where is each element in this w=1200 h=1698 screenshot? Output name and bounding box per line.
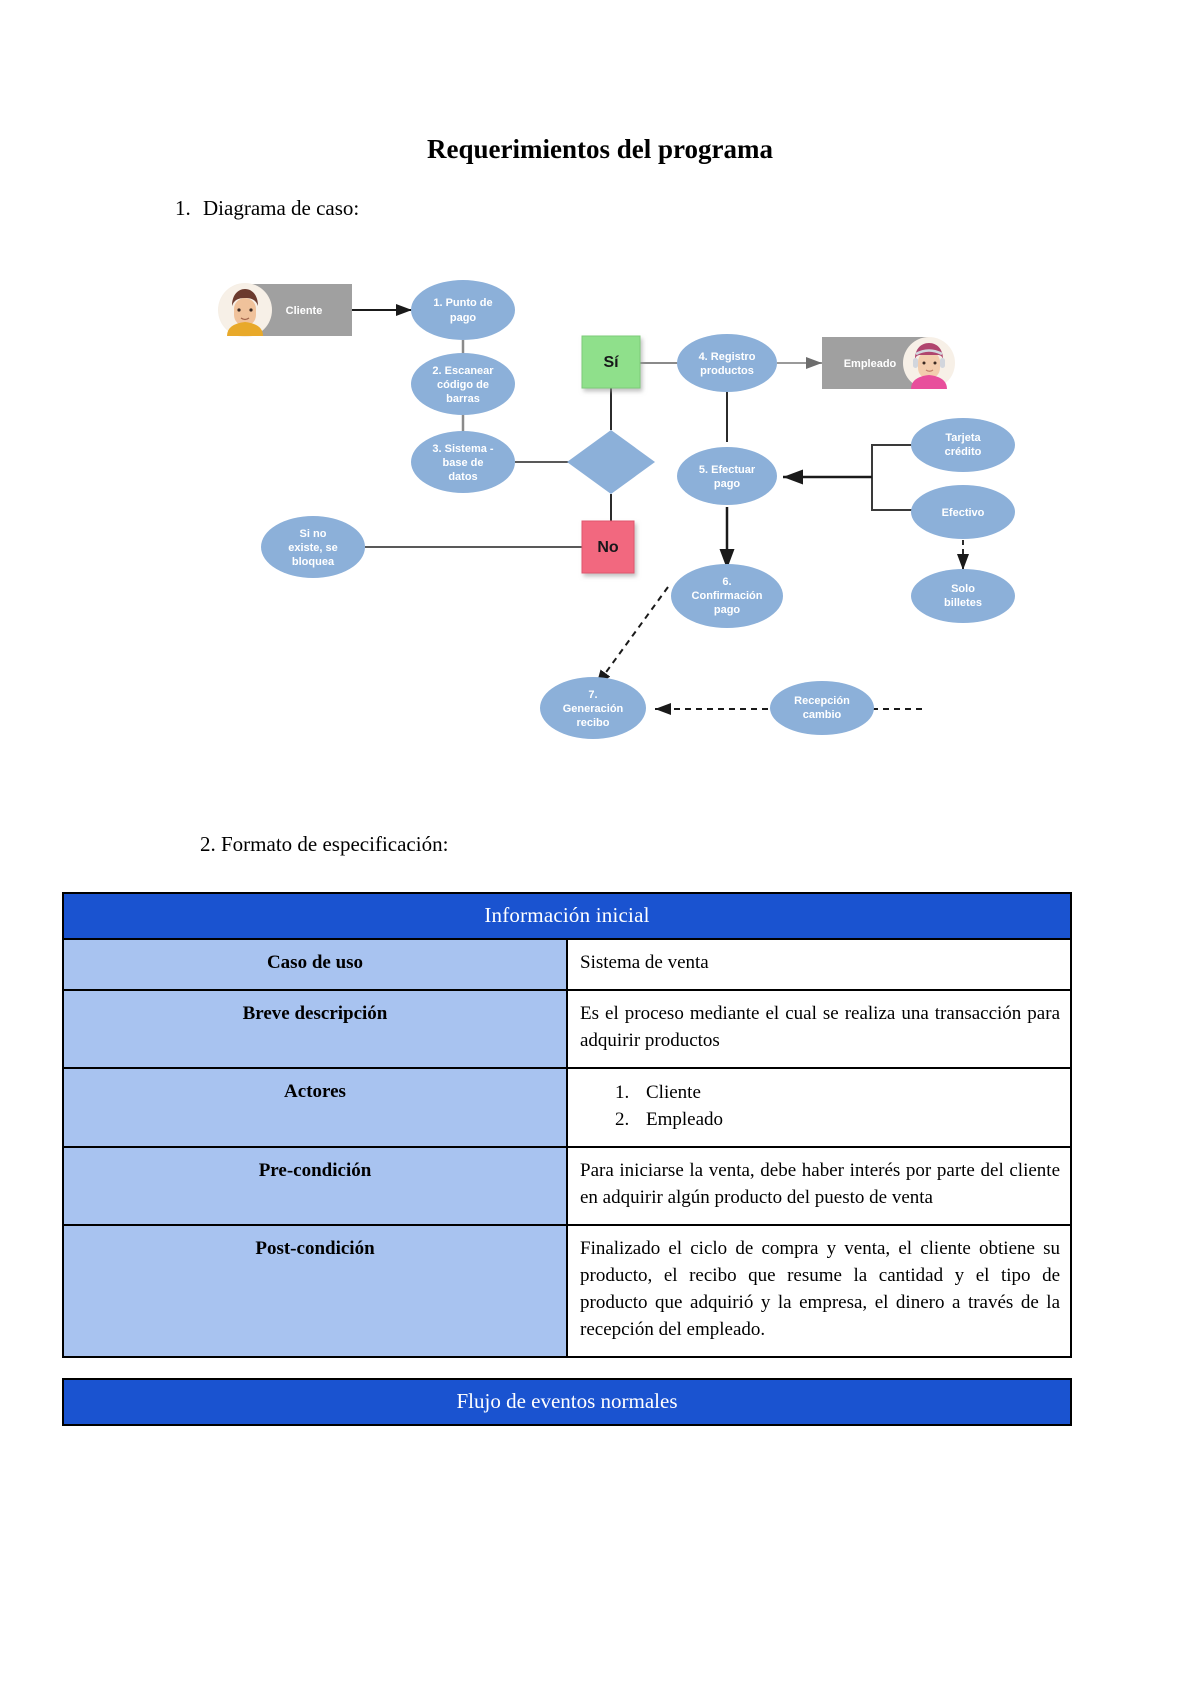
row-label-post-condicion: Post-condición (62, 1223, 568, 1358)
svg-text:bloquea: bloquea (292, 556, 335, 568)
svg-text:productos: productos (700, 365, 754, 377)
actor-cliente: Cliente (218, 283, 352, 337)
specification-table: Información inicial Caso de uso Sistema … (62, 892, 1072, 1358)
node-escanear-codigo: 2. Escanear código de barras (411, 353, 515, 415)
page-title: Requerimientos del programa (427, 134, 773, 164)
decision-no-box: No (581, 520, 635, 574)
empleado-label: Empleado (844, 358, 897, 370)
svg-text:5. Efectuar: 5. Efectuar (699, 464, 756, 476)
svg-text:datos: datos (448, 471, 477, 483)
node-confirmacion-pago: 6. Confirmación pago (671, 564, 783, 628)
svg-text:base de: base de (443, 457, 484, 469)
section-1-number: 1. (175, 196, 191, 220)
svg-text:3. Sistema -: 3. Sistema - (432, 443, 493, 455)
flow-header-cell: Flujo de eventos normales (62, 1378, 1072, 1426)
row-label-actores: Actores (62, 1066, 568, 1149)
node-registro-productos: 4. Registro productos (677, 334, 777, 392)
svg-text:7.: 7. (588, 689, 597, 701)
empleado-avatar-icon (903, 337, 955, 389)
svg-text:crédito: crédito (945, 446, 982, 458)
svg-text:Generación: Generación (563, 703, 624, 715)
section-1-label: Diagrama de caso: (203, 196, 360, 220)
section-1-heading: 1. Diagrama de caso: (175, 196, 359, 221)
svg-text:Confirmación: Confirmación (692, 590, 763, 602)
row-value-pre-condicion: Para iniciarse la venta, debe haber inte… (566, 1146, 1072, 1226)
flow-events-table: Flujo de eventos normales (62, 1378, 1072, 1426)
table-row: Post-condición Finalizado el ciclo de co… (62, 1223, 1072, 1358)
svg-text:pago: pago (714, 604, 741, 616)
svg-text:Recepción: Recepción (794, 695, 850, 707)
svg-text:barras: barras (446, 393, 480, 405)
table-row: Breve descripción Es el proceso mediante… (62, 988, 1072, 1069)
table-row: Pre-condición Para iniciarse la venta, d… (62, 1146, 1072, 1226)
actor-empleado: Empleado (822, 337, 955, 389)
svg-text:No: No (597, 539, 619, 556)
svg-text:código de: código de (437, 379, 489, 391)
cliente-label: Cliente (286, 305, 323, 317)
svg-text:cambio: cambio (803, 709, 842, 721)
row-value-post-condicion: Finalizado el ciclo de compra y venta, e… (566, 1223, 1072, 1358)
node-efectuar-pago: 5. Efectuar pago (677, 447, 777, 505)
node-tarjeta-credito: Tarjeta crédito (911, 418, 1015, 472)
svg-text:Efectivo: Efectivo (942, 507, 985, 519)
svg-text:Solo: Solo (951, 583, 975, 595)
actores-list: Cliente Empleado (580, 1079, 1060, 1134)
svg-text:Tarjeta: Tarjeta (945, 432, 981, 444)
cliente-avatar-icon (218, 283, 272, 337)
list-item: Empleado (634, 1106, 1060, 1134)
node-solo-billetes: Solo billetes (911, 569, 1015, 623)
row-label-caso-de-uso: Caso de uso (62, 938, 568, 991)
svg-text:6.: 6. (722, 576, 731, 588)
connector-confirmacion-recibo (595, 586, 669, 687)
svg-text:Si no: Si no (300, 528, 327, 540)
section-2-heading: 2. Formato de especificación: (200, 832, 449, 856)
list-item: Cliente (634, 1079, 1060, 1107)
svg-text:4. Registro: 4. Registro (699, 351, 756, 363)
table-row: Caso de uso Sistema de venta (62, 938, 1072, 991)
svg-text:billetes: billetes (944, 597, 982, 609)
table-header-row: Información inicial (62, 892, 1072, 940)
row-value-breve-descripcion: Es el proceso mediante el cual se realiz… (566, 988, 1072, 1069)
flow-header-row: Flujo de eventos normales (62, 1378, 1072, 1426)
row-value-actores: Cliente Empleado (566, 1066, 1072, 1149)
svg-text:Sí: Sí (603, 354, 619, 371)
node-si-no-existe: Si no existe, se bloquea (261, 516, 365, 578)
table-row: Actores Cliente Empleado (62, 1066, 1072, 1149)
decision-yes-box: Sí (581, 335, 641, 389)
node-generacion-recibo: 7. Generación recibo (540, 677, 646, 739)
row-label-breve-descripcion: Breve descripción (62, 988, 568, 1069)
node-punto-pago: 1. Punto de pago (411, 280, 515, 340)
svg-text:2. Escanear: 2. Escanear (432, 365, 494, 377)
node-efectivo: Efectivo (911, 485, 1015, 539)
row-label-pre-condicion: Pre-condición (62, 1146, 568, 1226)
svg-text:existe, se: existe, se (288, 542, 338, 554)
node-sistema-base-datos: 3. Sistema - base de datos (411, 431, 515, 493)
svg-text:pago: pago (450, 312, 477, 324)
svg-text:1. Punto de: 1. Punto de (433, 297, 492, 309)
svg-text:recibo: recibo (576, 717, 609, 729)
svg-text:pago: pago (714, 478, 741, 490)
table-header-cell: Información inicial (62, 892, 1072, 940)
node-recepcion-cambio: Recepción cambio (770, 681, 874, 735)
row-value-caso-de-uso: Sistema de venta (566, 938, 1072, 991)
decision-diamond (567, 430, 655, 494)
use-case-diagram: Cliente Empleado (200, 262, 1060, 772)
